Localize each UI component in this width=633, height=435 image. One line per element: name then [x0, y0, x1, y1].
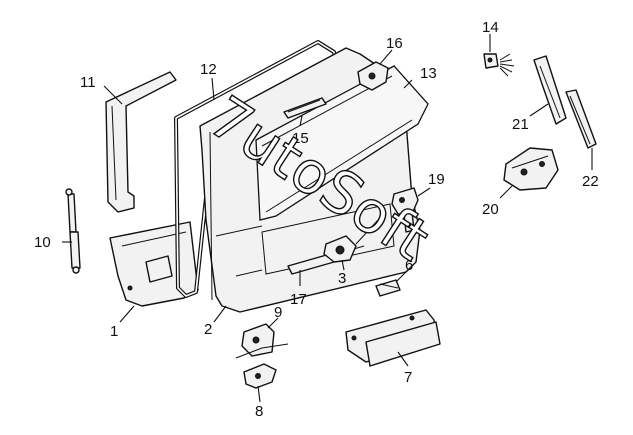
part-21-hinge-arm — [533, 55, 567, 125]
callout-14: 14 — [482, 19, 499, 36]
callout-2: 2 — [204, 321, 212, 338]
callout-19: 19 — [428, 171, 445, 188]
part-7-plate-panel — [345, 309, 441, 367]
part-14-washer-nozzle — [483, 53, 515, 77]
part-13-window-glass — [255, 65, 429, 221]
callout-8: 8 — [255, 403, 263, 420]
callout-labels: 11 12 16 13 14 15 10 21 22 20 19 3 6 17 … — [34, 19, 599, 420]
callout-15: 15 — [292, 130, 309, 147]
callout-1: 1 — [110, 323, 118, 340]
part-10-gas-strut — [65, 188, 81, 274]
part-6-bracket — [375, 279, 401, 297]
part-11-side-trim — [105, 71, 177, 213]
part-20-latch-assembly — [503, 147, 559, 191]
callout-3: 3 — [338, 270, 346, 287]
callout-10: 10 — [34, 234, 51, 251]
callout-20: 20 — [482, 201, 499, 218]
part-9-hinge-bracket — [235, 323, 289, 359]
callout-6: 6 — [405, 257, 413, 274]
callout-13: 13 — [420, 65, 437, 82]
part-8-small-catch — [243, 363, 277, 389]
callout-22: 22 — [582, 173, 599, 190]
callout-16: 16 — [386, 35, 403, 52]
part-16-catch — [357, 61, 389, 91]
callout-7: 7 — [404, 369, 412, 386]
callout-9: 9 — [274, 304, 282, 321]
part-19-key-cylinder — [391, 187, 419, 233]
callout-12: 12 — [200, 61, 217, 78]
part-15-latch-bar — [283, 97, 327, 119]
callout-11: 11 — [80, 74, 96, 91]
part-3-lock-mechanism — [323, 213, 387, 263]
callout-21: 21 — [512, 116, 529, 133]
leader-lines — [62, 34, 593, 403]
part-22-hinge-arm — [565, 89, 597, 149]
callout-17: 17 — [290, 291, 307, 308]
